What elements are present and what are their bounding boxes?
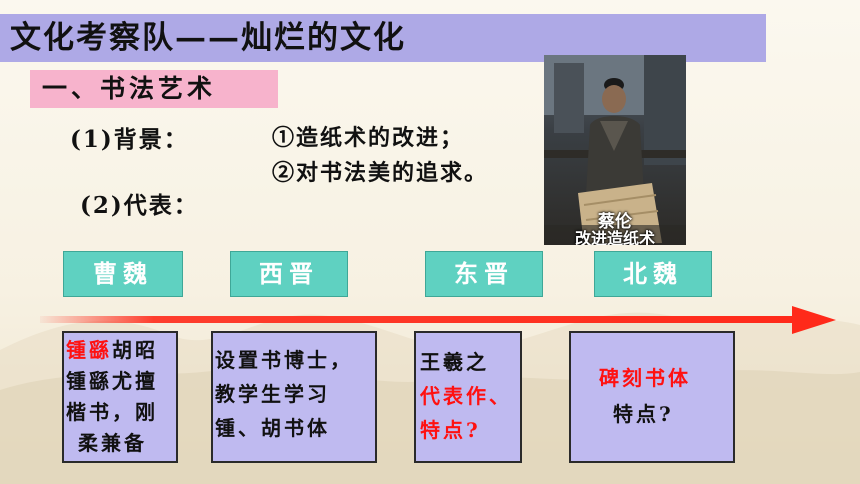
dynasty-beiwei: 北魏	[594, 251, 712, 297]
card-xijin: 设置书博士， 教学生学习 锺、胡书体	[211, 331, 377, 463]
zhong-yao-highlight: 锺繇	[66, 338, 112, 362]
representatives-label: (2)代表：	[80, 192, 199, 219]
dynasty-dongjin: 东晋	[425, 251, 543, 297]
card-xijin-line1: 设置书博士，	[215, 348, 353, 372]
card-beiwei-line2: 特点?	[613, 402, 674, 426]
timeline-arrow	[40, 306, 836, 334]
background-label: (1)背景：	[70, 126, 189, 153]
cai-lun-illustration	[544, 55, 686, 245]
card-caowei-line1: 锺繇胡昭	[66, 335, 158, 366]
card-caowei-line3: 楷书，刚	[66, 400, 158, 424]
card-dongjin-red1: 代表作、	[420, 384, 512, 408]
card-xijin-line3: 锺、胡书体	[215, 416, 330, 440]
card-dongjin-line1: 王羲之	[420, 350, 489, 374]
card-beiwei: 碑刻书体 特点?	[569, 331, 735, 463]
section-heading: 一、书法艺术	[30, 70, 278, 108]
card-caowei: 锺繇胡昭 锺繇尤擅 楷书，刚 柔兼备	[62, 331, 178, 463]
background-item-2: ②对书法美的追求。	[272, 160, 489, 186]
card-xijin-line2: 教学生学习	[215, 382, 330, 406]
photo-caption-desc: 改进造纸术	[574, 229, 655, 245]
card-caowei-line4: 柔兼备	[78, 431, 147, 455]
card-dongjin: 王羲之 代表作、 特点?	[414, 331, 522, 463]
cai-lun-photo: 蔡伦 改进造纸术	[544, 55, 686, 245]
slide-title: 文化考察队——灿烂的文化	[0, 14, 766, 62]
card-caowei-line2: 锺繇尤擅	[66, 369, 158, 393]
card-beiwei-red: 碑刻书体	[599, 366, 691, 390]
card-dongjin-red2: 特点?	[420, 418, 481, 442]
card-caowei-line1-rest: 胡昭	[112, 338, 158, 362]
dynasty-xijin: 西晋	[230, 251, 348, 297]
background-item-1: ①造纸术的改进；	[272, 125, 465, 151]
photo-caption-name: 蔡伦	[598, 212, 632, 232]
dynasty-caowei: 曹魏	[63, 251, 183, 297]
